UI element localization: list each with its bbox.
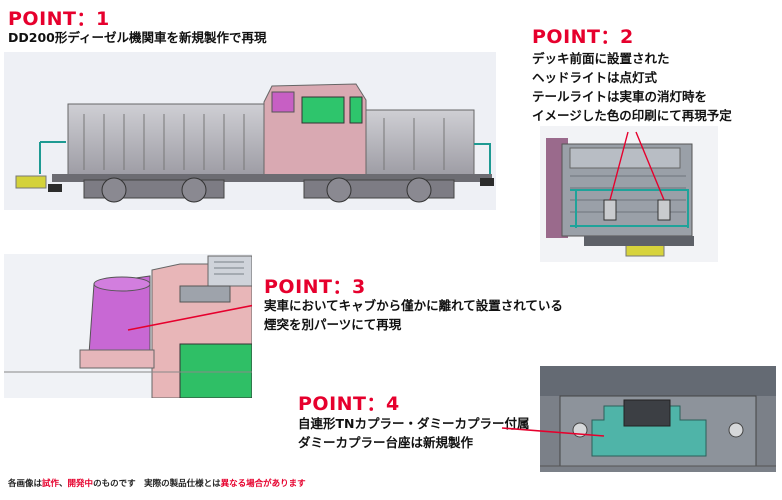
point-4-line-2: ダミーカプラー台座は新規製作 xyxy=(298,435,474,450)
point-1-title: POINT：1 xyxy=(8,8,110,30)
point-2-description: デッキ前面に設置された ヘッドライトは点灯式 テールライトは実車の消灯時を イメ… xyxy=(532,49,732,125)
footer-middle: のものです 実際の製品仕様とは xyxy=(93,479,221,489)
locomotive-side-view-image xyxy=(4,52,496,210)
point-3-line-2: 煙突を別パーツにて再現 xyxy=(264,317,402,332)
point-1-line-1: DD200形ディーゼル機関車を新規製作で再現 xyxy=(8,30,267,45)
point-1-description: DD200形ディーゼル機関車を新規製作で再現 xyxy=(8,28,266,47)
footer-separator: 、 xyxy=(59,479,68,489)
point-2-line-2: ヘッドライトは点灯式 xyxy=(532,70,658,85)
footer-may-differ: 異なる場合があります xyxy=(220,479,306,489)
footer-in-development: 開発中 xyxy=(67,479,94,489)
footer-prefix: 各画像は xyxy=(8,479,43,489)
point-4-pointer-arrow xyxy=(501,427,605,437)
locomotive-front-view-image xyxy=(540,126,718,262)
point-3-description: 実車においてキャブから僅かに離れて設置されている 煙突を別パーツにて再現 xyxy=(264,296,563,334)
point-4-description: 自連形TNカプラー・ダミーカプラー付属 ダミーカプラー台座は新規製作 xyxy=(298,414,530,452)
point-2-line-4: イメージした色の印刷にて再現予定 xyxy=(532,108,732,123)
point-2-line-3: テールライトは実車の消灯時を xyxy=(532,89,708,104)
point-2-title: POINT：2 xyxy=(532,26,634,48)
point-2-line-1: デッキ前面に設置された xyxy=(532,51,670,66)
footer-prototype: 試作 xyxy=(42,479,60,489)
disclaimer-footer: 各画像は試作、開発中のものです 実際の製品仕様とは異なる場合があります xyxy=(8,477,306,489)
point-3-title: POINT：3 xyxy=(264,276,366,298)
coupler-closeup-image xyxy=(540,366,776,472)
point-4-line-1: 自連形TNカプラー・ダミーカプラー付属 xyxy=(298,416,530,431)
chimney-closeup-image xyxy=(4,254,252,398)
point-3-line-1: 実車においてキャブから僅かに離れて設置されている xyxy=(264,298,563,313)
point-4-title: POINT：4 xyxy=(298,393,400,415)
